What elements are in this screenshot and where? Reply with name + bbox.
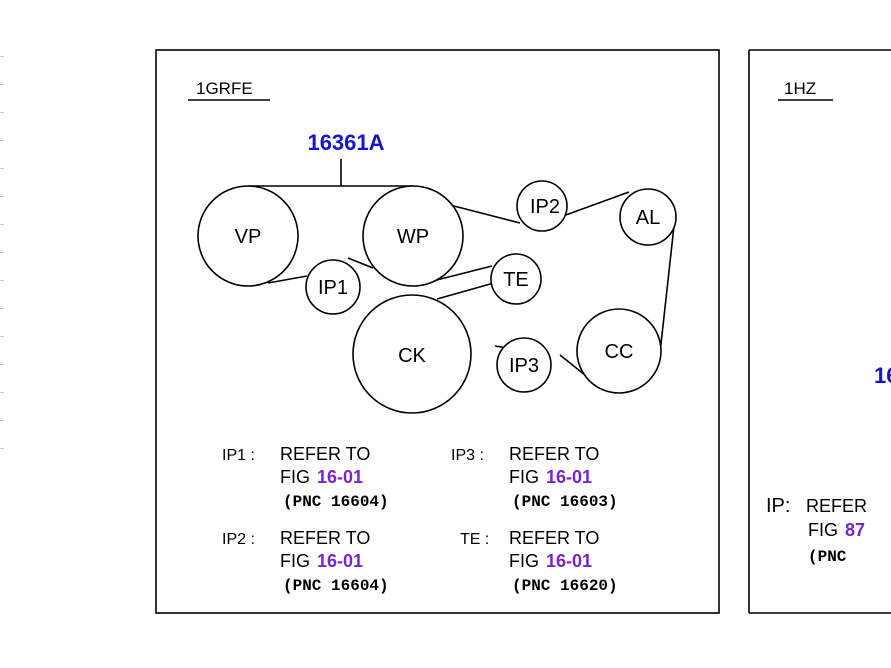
- note-ip1-label: IP1 :: [222, 447, 255, 464]
- note-ip3-label: IP3 :: [451, 447, 484, 464]
- note-ip-refer-1hz: REFER: [806, 496, 867, 516]
- note-ip-fig-prefix-1hz: FIG: [808, 520, 838, 540]
- pulley-te: [490, 253, 542, 305]
- note-te-refer: REFER TO: [509, 528, 599, 548]
- pulley-ip2: [516, 180, 568, 232]
- pulleys: [197, 180, 677, 414]
- pulley-cc: [576, 308, 662, 394]
- note-te-pnc: (PNC 16620): [512, 577, 618, 595]
- pulley-vp: [197, 185, 299, 287]
- note-ip3-fig-link[interactable]: 16-01: [546, 467, 592, 487]
- note-te: TE : REFER TO FIG 16-01 (PNC 16620): [460, 528, 618, 595]
- note-ip3: IP3 : REFER TO FIG 16-01 (PNC 16603): [451, 444, 618, 511]
- note-ip1-fig-link[interactable]: 16-01: [317, 467, 363, 487]
- note-ip-fig-link-1hz[interactable]: 87: [845, 520, 865, 540]
- pulley-ip2-label: IP2: [530, 196, 560, 218]
- note-ip3-refer: REFER TO: [509, 444, 599, 464]
- pulley-ip3: [496, 337, 552, 393]
- note-te-fig-prefix: FIG: [509, 551, 539, 571]
- note-te-label: TE :: [460, 531, 489, 548]
- pulley-wp-label: WP: [397, 226, 429, 248]
- note-ip2-fig-link[interactable]: 16-01: [317, 551, 363, 571]
- panel-1grfe: 1GRFE 16361A: [155, 49, 720, 614]
- pulley-ip1-label: IP1: [318, 277, 348, 299]
- pulley-al-label: AL: [636, 207, 660, 229]
- panel-1hz: 1HZ 16 IP: REFER FIG 87 (PNC: [748, 49, 891, 614]
- note-te-fig-link[interactable]: 16-01: [546, 551, 592, 571]
- pulley-ip3-label: IP3: [509, 355, 539, 377]
- note-ip1-fig-prefix: FIG: [280, 467, 310, 487]
- pulley-ck: [352, 294, 472, 414]
- belt-part-number[interactable]: 16361A: [307, 130, 384, 155]
- pulley-te-label: TE: [503, 269, 529, 291]
- pulley-ip1: [305, 259, 361, 315]
- engine-label: 1GRFE: [196, 79, 253, 98]
- belt-part-number-1hz[interactable]: 16: [874, 363, 891, 388]
- note-ip2-fig-prefix: FIG: [280, 551, 310, 571]
- note-ip-label-1hz: IP:: [766, 495, 790, 517]
- note-ip2-refer: REFER TO: [280, 528, 370, 548]
- note-ip1: IP1 : REFER TO FIG 16-01 (PNC 16604): [222, 444, 389, 511]
- note-ip2: IP2 : REFER TO FIG 16-01 (PNC 16604): [222, 528, 389, 595]
- note-ip3-pnc: (PNC 16603): [512, 493, 618, 511]
- note-ip-pnc-1hz: (PNC: [808, 548, 847, 566]
- engine-label-1hz: 1HZ: [784, 79, 816, 98]
- note-ip1-refer: REFER TO: [280, 444, 370, 464]
- note-ip1-pnc: (PNC 16604): [283, 493, 389, 511]
- pulley-al: [619, 188, 677, 246]
- pulley-vp-label: VP: [235, 226, 262, 248]
- pulley-ck-label: CK: [398, 345, 426, 367]
- note-ip3-fig-prefix: FIG: [509, 467, 539, 487]
- note-ip2-pnc: (PNC 16604): [283, 577, 389, 595]
- pulley-cc-label: CC: [605, 341, 634, 363]
- panel-1grfe-frame: [155, 49, 720, 614]
- pulley-wp: [362, 185, 464, 287]
- note-ip2-label: IP2 :: [222, 531, 255, 548]
